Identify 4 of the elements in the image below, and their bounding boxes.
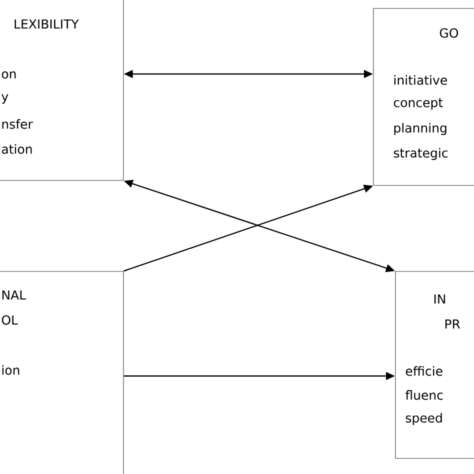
text-box: NAL OL ion (0, 271, 124, 474)
text-box: IN PR efficie fluenc speed (395, 271, 474, 459)
text-box: GO initiative concept planning strategic (373, 8, 474, 186)
text-box: LEXIBILITY on y nsfer ation (0, 0, 124, 181)
